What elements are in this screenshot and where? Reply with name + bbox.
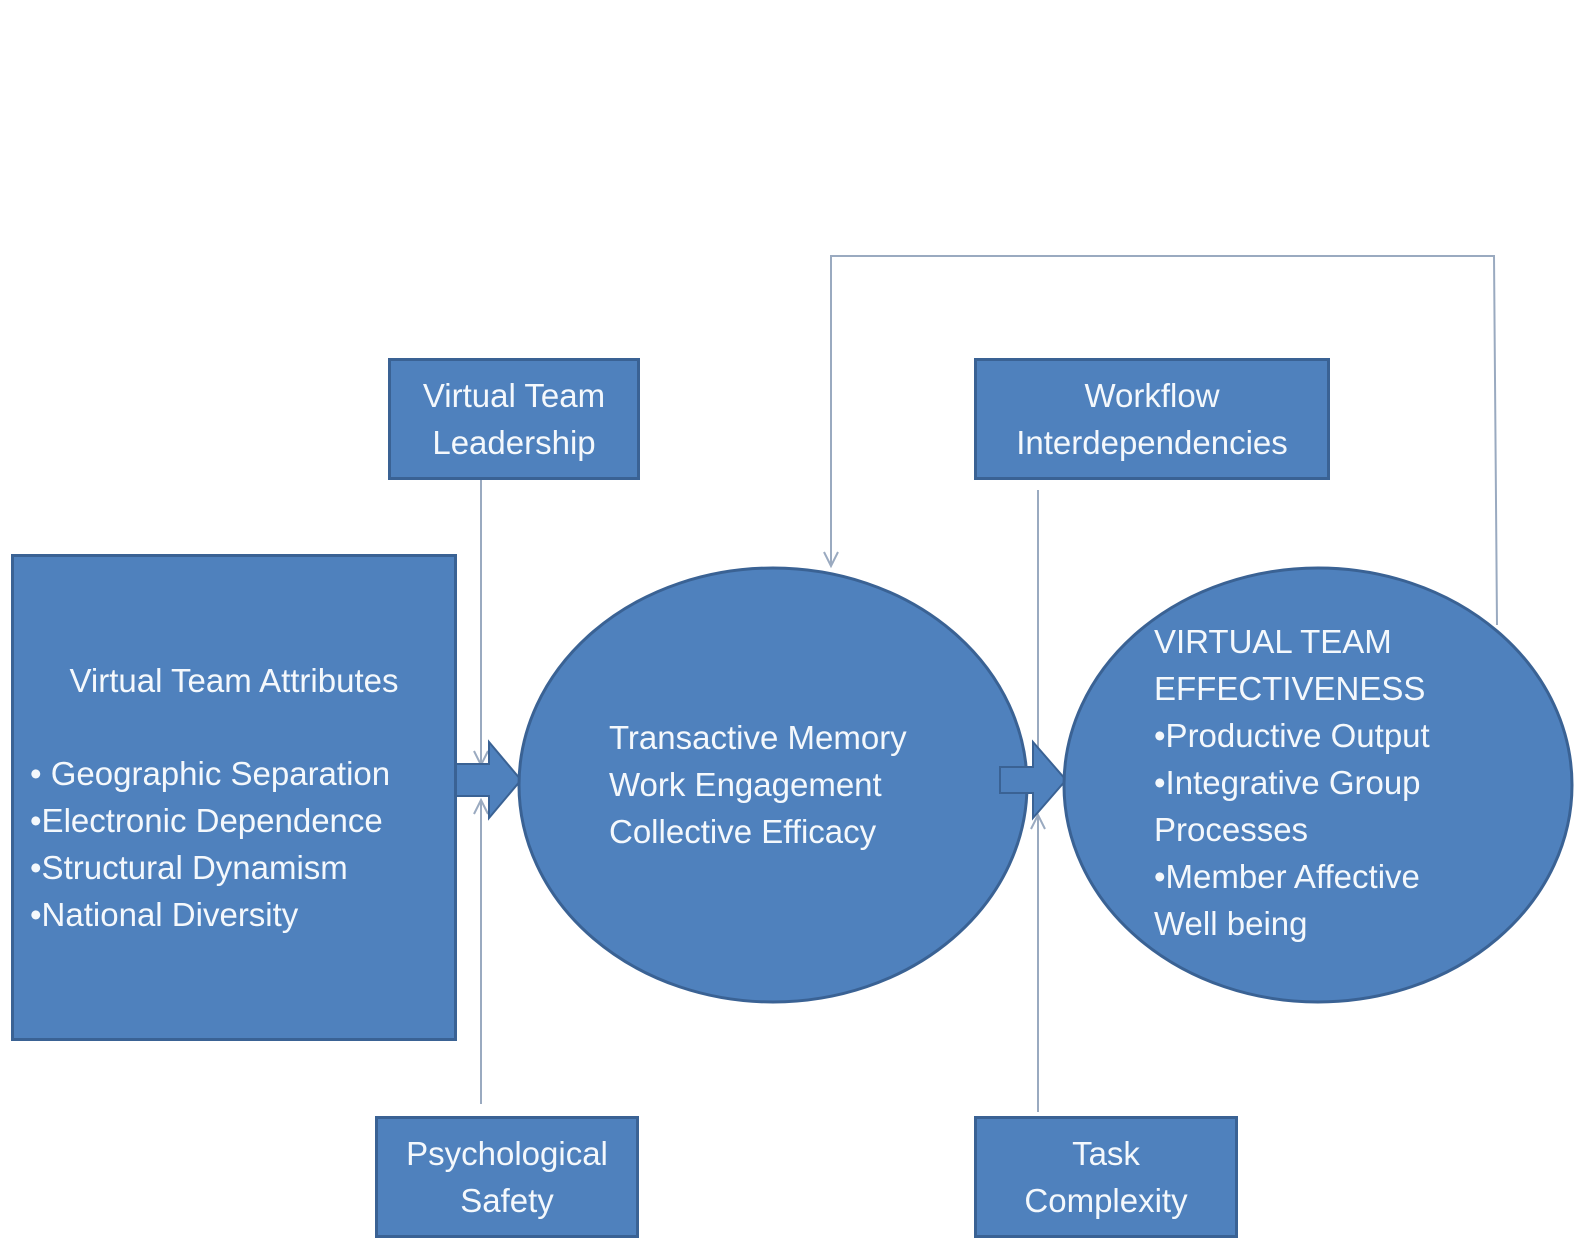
leadership-line: Virtual Team xyxy=(422,377,606,414)
attribute-item: •Structural Dynamism xyxy=(30,849,348,886)
workflow-line: Interdependencies xyxy=(1016,424,1288,461)
effectiveness-text: VIRTUAL TEAM EFFECTIVENESS •Productive O… xyxy=(1154,618,1430,947)
safety-arrowhead-icon xyxy=(473,797,489,815)
workflow-interdependencies-box: Workflow Interdependencies xyxy=(974,358,1330,480)
effectiveness-line: EFFECTIVENESS xyxy=(1154,670,1426,707)
attributes-list: • Geographic Separation •Electronic Depe… xyxy=(14,750,390,938)
effectiveness-line: •Integrative Group xyxy=(1154,764,1421,801)
block-arrow-attributes-to-mediators xyxy=(455,739,523,821)
attribute-item: •Electronic Dependence xyxy=(30,802,383,839)
mediators-text: Transactive Memory Work Engagement Colle… xyxy=(609,714,907,855)
attribute-item: • Geographic Separation xyxy=(30,755,391,792)
attributes-title: Virtual Team Attributes xyxy=(69,662,399,699)
workflow-line: Workflow xyxy=(1084,377,1220,414)
mediator-item: Collective Efficacy xyxy=(609,813,877,850)
psychological-safety-box: Psychological Safety xyxy=(375,1116,639,1238)
task-arrowhead-icon xyxy=(1030,812,1046,830)
effectiveness-line: Well being xyxy=(1154,905,1308,942)
effectiveness-line: VIRTUAL TEAM xyxy=(1154,623,1392,660)
block-arrow-mediators-to-effectiveness xyxy=(999,739,1068,821)
mediator-item: Work Engagement xyxy=(609,766,882,803)
leadership-line: Leadership xyxy=(432,424,596,461)
feedback-loop-connector xyxy=(830,255,1498,626)
feedback-arrowhead-icon xyxy=(823,551,839,569)
mediator-item: Transactive Memory xyxy=(609,719,907,756)
effectiveness-line: •Member Affective xyxy=(1154,858,1420,895)
task-complexity-box: Task Complexity xyxy=(974,1116,1238,1238)
virtual-team-attributes-box: Virtual Team Attributes • Geographic Sep… xyxy=(11,554,457,1041)
effectiveness-ellipse xyxy=(1062,566,1574,1004)
attribute-item: •National Diversity xyxy=(30,896,299,933)
safety-line: Psychological xyxy=(406,1135,608,1172)
task-line: Task xyxy=(1072,1135,1140,1172)
task-line: Complexity xyxy=(1024,1182,1188,1219)
safety-line: Safety xyxy=(460,1182,554,1219)
effectiveness-line: •Productive Output xyxy=(1154,717,1430,754)
virtual-team-leadership-box: Virtual Team Leadership xyxy=(388,358,640,480)
effectiveness-line: Processes xyxy=(1154,811,1309,848)
